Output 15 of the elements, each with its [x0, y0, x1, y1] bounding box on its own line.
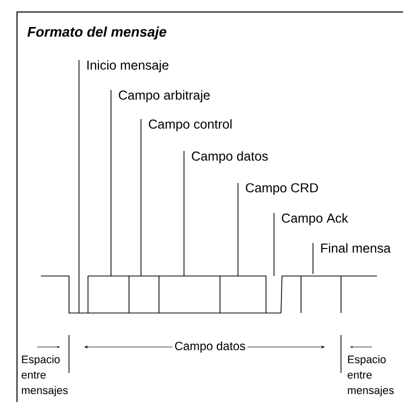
- leader-line: [78, 60, 80, 314]
- field-label: Campo control: [148, 119, 232, 132]
- annotation-text: Espacio entre mensajes: [348, 355, 394, 396]
- field-label: Campo datos: [192, 151, 268, 164]
- title: Formato del mensaje: [27, 26, 166, 40]
- leader-line: [110, 90, 112, 276]
- leader-line: [140, 118, 142, 276]
- field-label: Final mensa: [321, 243, 391, 253]
- field-label: Campo arbitraje: [118, 90, 210, 102]
- leader-line: [312, 242, 314, 274]
- annotation-text: Espacio entre mensajes: [22, 355, 68, 396]
- field-label: Inicio mensaje: [87, 60, 168, 72]
- dimension-label: Campo datos: [172, 339, 248, 355]
- field-label: Campo CRD: [246, 183, 318, 195]
- field-label: Campo Ack: [282, 213, 348, 226]
